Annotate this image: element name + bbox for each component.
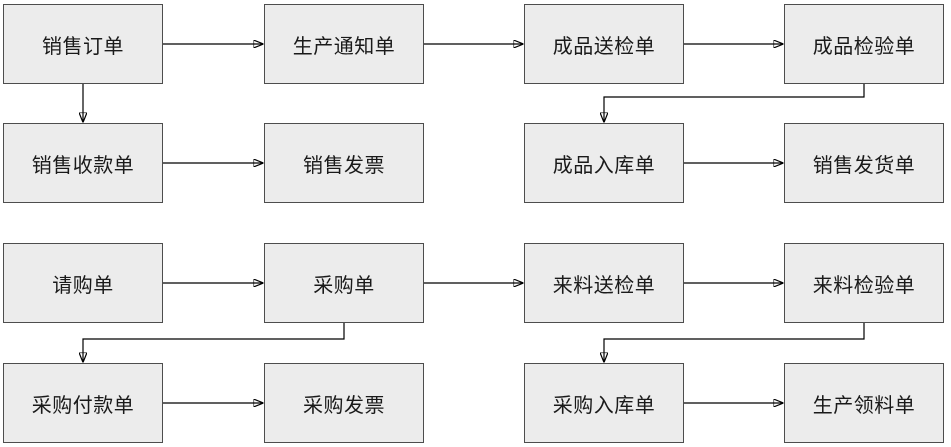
node-incoming-inspection-request: 来料送检单: [524, 243, 684, 323]
node-finished-goods-inbound: 成品入库单: [524, 123, 684, 203]
node-label: 采购单: [313, 274, 375, 297]
node-sales-invoice: 销售发票: [264, 123, 424, 203]
node-sales-order: 销售订单: [3, 4, 163, 84]
node-label: 来料送检单: [552, 274, 656, 297]
node-label: 采购付款单: [31, 394, 135, 417]
node-label: 成品送检单: [552, 35, 656, 58]
node-label: 销售收款单: [31, 154, 135, 177]
node-purchase-payment: 采购付款单: [3, 363, 163, 443]
node-production-material-requisition: 生产领料单: [784, 363, 944, 443]
node-label: 请购单: [52, 274, 114, 297]
edge-incoming-inspection-report-to-purchase-inbound: [604, 323, 865, 362]
node-label: 采购发票: [303, 394, 385, 417]
node-label: 生产通知单: [292, 35, 396, 58]
node-label: 成品检验单: [812, 35, 916, 58]
node-label: 销售发票: [303, 154, 385, 177]
node-label: 销售发货单: [812, 154, 916, 177]
node-sales-delivery: 销售发货单: [784, 123, 944, 203]
node-purchase-order: 采购单: [264, 243, 424, 323]
node-production-notice: 生产通知单: [264, 4, 424, 84]
node-label: 来料检验单: [812, 274, 916, 297]
node-label: 采购入库单: [552, 394, 656, 417]
node-sales-receipt: 销售收款单: [3, 123, 163, 203]
node-label: 生产领料单: [812, 394, 916, 417]
edge-finished-goods-inspection-report-to-finished-goods-inbound: [604, 84, 865, 122]
node-finished-goods-inspection-report: 成品检验单: [784, 4, 944, 84]
edge-purchase-order-to-purchase-payment: [83, 323, 345, 362]
node-finished-goods-inspection-request: 成品送检单: [524, 4, 684, 84]
node-label: 成品入库单: [552, 154, 656, 177]
node-purchase-requisition: 请购单: [3, 243, 163, 323]
node-purchase-inbound: 采购入库单: [524, 363, 684, 443]
node-purchase-invoice: 采购发票: [264, 363, 424, 443]
node-incoming-inspection-report: 来料检验单: [784, 243, 944, 323]
node-label: 销售订单: [42, 35, 124, 58]
